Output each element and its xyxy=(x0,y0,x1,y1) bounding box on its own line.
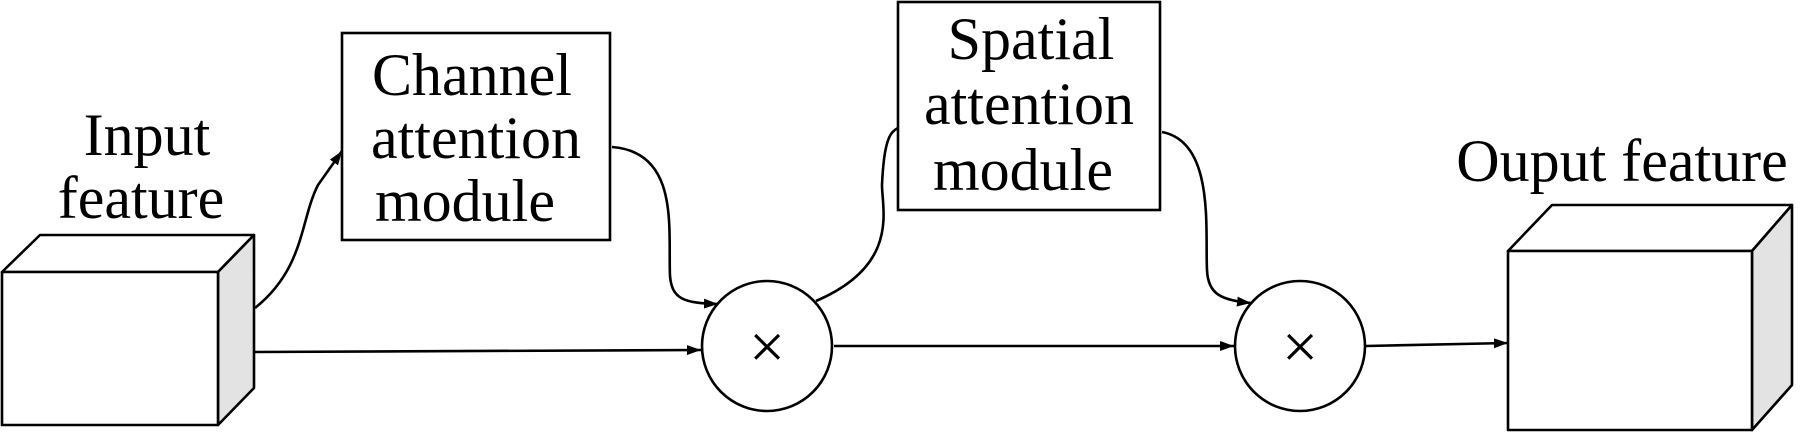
arrow-input-to-multiply1 xyxy=(254,345,702,356)
output-cube-top xyxy=(1506,203,1794,253)
channel-label-line3: module xyxy=(375,168,555,234)
input-label-line2: feature xyxy=(58,165,225,231)
arrow-channel-to-multiply1 xyxy=(611,145,719,309)
channel-attention-box xyxy=(340,31,612,242)
channel-label-line1: Channel xyxy=(372,42,572,108)
multiply-circle-2 xyxy=(1233,279,1367,413)
multiply-circle-1 xyxy=(700,279,834,413)
spatial-label-line1: Spatial xyxy=(948,6,1115,72)
input-cube-front xyxy=(0,270,220,427)
spatial-label-line3: module xyxy=(933,137,1113,203)
multiply-symbol-2: × xyxy=(1282,311,1318,382)
arrow-multiply2-to-output xyxy=(1365,338,1509,349)
input-label-line1: Input xyxy=(84,102,211,168)
arrow-input-to-channel xyxy=(254,150,344,310)
multiply-node-2: × xyxy=(1233,279,1367,413)
input-feature-cube xyxy=(0,233,256,427)
arrow-spatial-to-multiply2 xyxy=(1161,130,1252,307)
output-feature-cube xyxy=(1506,203,1794,432)
output-label: Ouput feature xyxy=(1456,128,1788,194)
channel-label-line2: attention xyxy=(371,105,581,171)
input-cube-top xyxy=(0,233,256,274)
line-multiply1-to-spatial xyxy=(815,126,899,303)
multiply-symbol-1: × xyxy=(749,311,785,382)
spatial-label-line2: attention xyxy=(924,71,1134,137)
multiply-node-1: × xyxy=(700,279,834,413)
output-cube-front xyxy=(1506,249,1754,432)
spatial-attention-box xyxy=(896,0,1162,212)
